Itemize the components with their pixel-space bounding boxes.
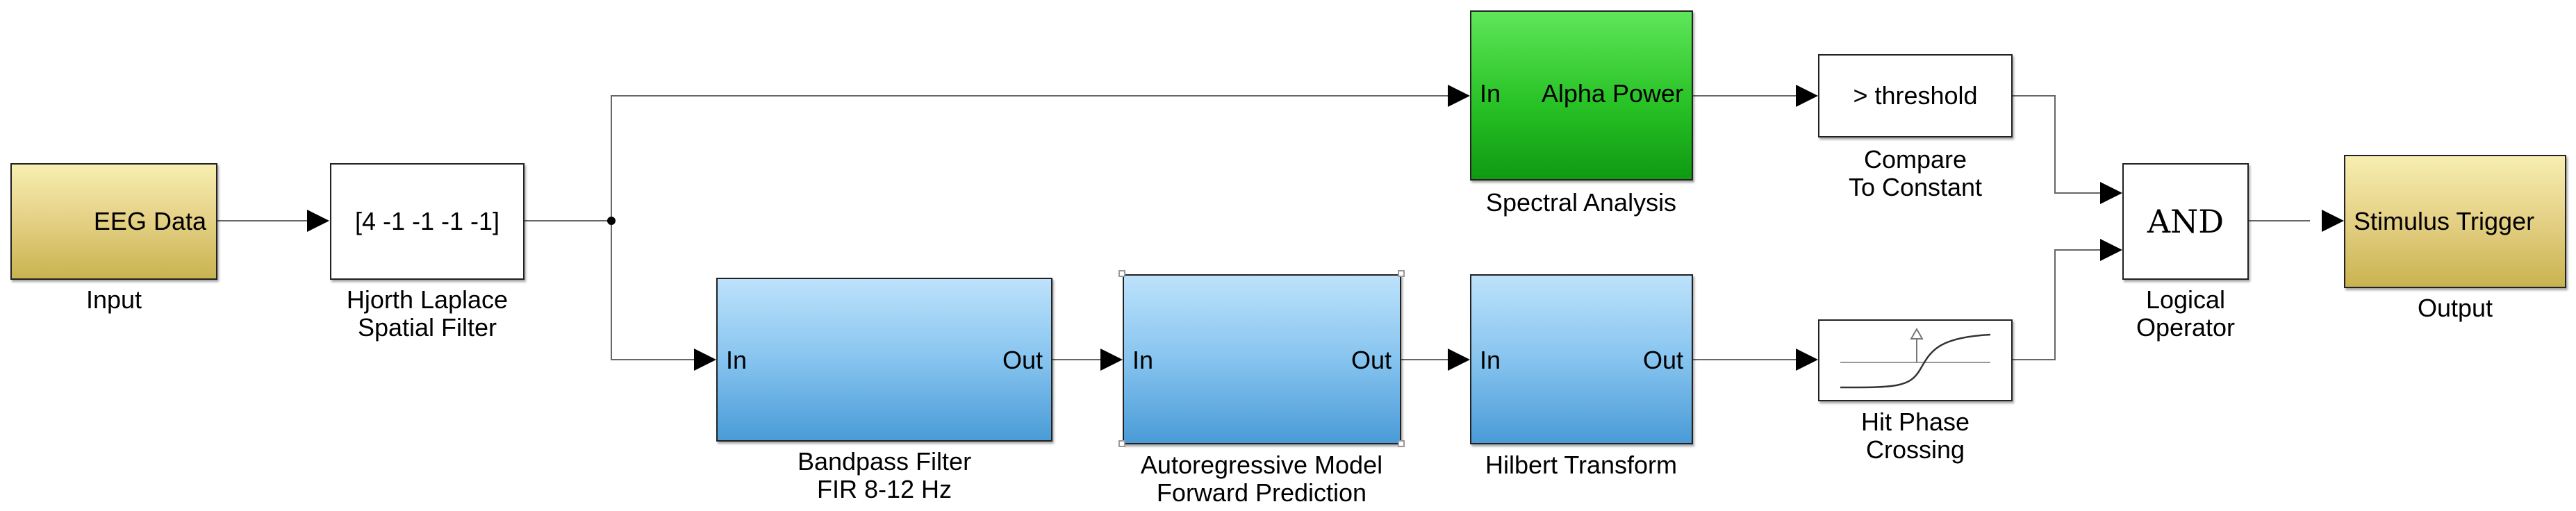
ar-caption: Autoregressive Model Forward Prediction <box>1140 451 1383 507</box>
arrowhead <box>307 210 329 232</box>
ar-out-port: Out <box>1351 346 1392 374</box>
input-block[interactable]: EEG Data <box>10 163 217 280</box>
arrowhead <box>2100 182 2122 204</box>
hilbert-out-port: Out <box>1642 346 1683 374</box>
arrowhead <box>1448 349 1470 371</box>
wire-hitphase-to-and <box>2013 249 2102 360</box>
ar-in-port: In <box>1132 346 1154 374</box>
branch-point <box>607 217 616 225</box>
spectral-analysis-block[interactable]: In Alpha Power <box>1470 10 1693 181</box>
input-caption: Input <box>85 285 142 314</box>
arrowhead <box>1796 85 1818 107</box>
hilbert-caption: Hilbert Transform <box>1485 451 1678 479</box>
arrowhead <box>694 349 716 371</box>
selection-handle[interactable] <box>1398 440 1405 447</box>
arrowhead <box>1796 349 1818 371</box>
phase-crossing-icon <box>1840 327 1991 389</box>
autoregressive-model-block[interactable]: In Out <box>1123 274 1401 444</box>
input-block-label: EEG Data <box>93 207 206 235</box>
spectral-out-port: Alpha Power <box>1541 79 1683 108</box>
laplace-block[interactable]: [4 -1 -1 -1 -1] <box>330 163 525 280</box>
selection-handle[interactable] <box>1398 270 1405 277</box>
selection-handle[interactable] <box>1118 270 1125 277</box>
bandpass-out-port: Out <box>1002 346 1043 374</box>
compare-label: > threshold <box>1853 81 1978 110</box>
laplace-gain-label: [4 -1 -1 -1 -1] <box>354 207 500 235</box>
arrowhead <box>1448 85 1470 107</box>
bandpass-in-port: In <box>726 346 748 374</box>
hit-phase-crossing-block[interactable] <box>1818 319 2013 401</box>
wire-compare-to-and <box>2013 95 2102 194</box>
compare-block[interactable]: > threshold <box>1818 54 2013 137</box>
bandpass-filter-block[interactable]: In Out <box>716 278 1052 442</box>
laplace-caption: Hjorth Laplace Spatial Filter <box>346 285 509 342</box>
arrowhead <box>2100 239 2122 261</box>
spectral-in-port: In <box>1480 79 1501 108</box>
bandpass-caption: Bandpass Filter FIR 8-12 Hz <box>797 447 972 503</box>
arrowhead <box>1100 349 1123 371</box>
wire-branch-to-spectral <box>611 95 1452 221</box>
logical-operator-label: AND <box>2147 203 2224 240</box>
output-caption: Output <box>2417 294 2493 322</box>
compare-caption: Compare To Constant <box>1848 145 1983 201</box>
wire-branch-to-bandpass <box>611 221 698 360</box>
logical-operator-block[interactable]: AND <box>2122 163 2249 280</box>
hilbert-in-port: In <box>1480 346 1501 374</box>
spectral-caption: Spectral Analysis <box>1485 188 1677 217</box>
logical-caption: Logical Operator <box>2136 285 2236 342</box>
arrowhead <box>2322 210 2344 232</box>
output-block[interactable]: Stimulus Trigger <box>2344 155 2566 288</box>
hit-phase-caption: Hit Phase Crossing <box>1860 408 1970 464</box>
hilbert-transform-block[interactable]: In Out <box>1470 274 1693 444</box>
selection-handle[interactable] <box>1118 440 1125 447</box>
output-block-label: Stimulus Trigger <box>2354 207 2535 235</box>
